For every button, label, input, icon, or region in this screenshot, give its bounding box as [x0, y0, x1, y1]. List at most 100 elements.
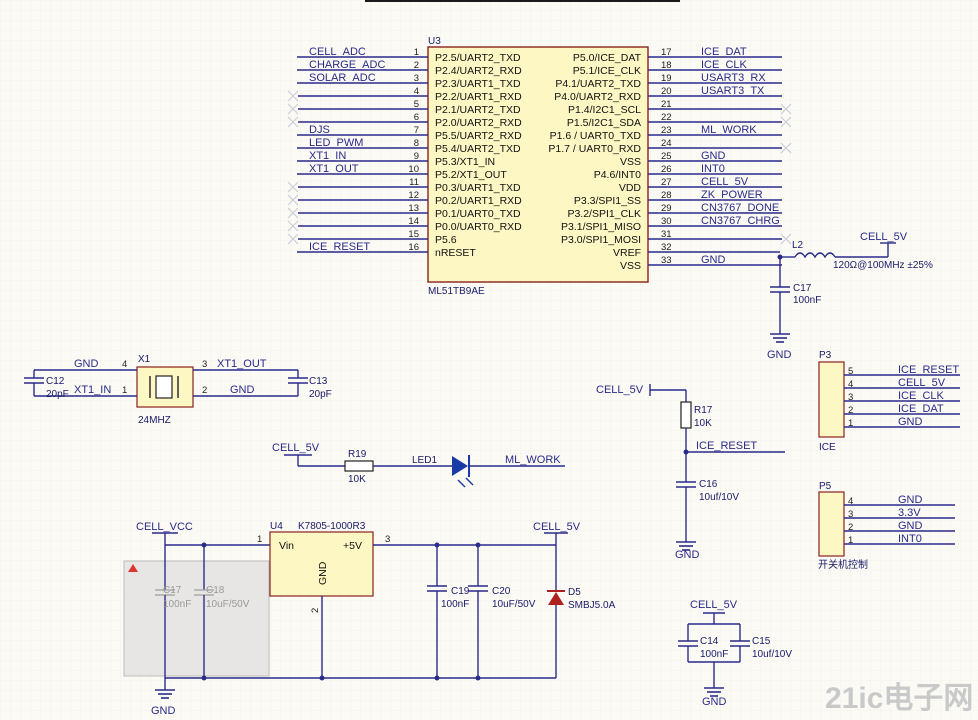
- mcu-pin-name: P5.0/ICE_DAT: [573, 52, 642, 64]
- decoupling-caps[interactable]: CELL_5V C14 100nF C15 10uf/10V GND: [678, 599, 792, 708]
- tvs-designator: D5: [568, 587, 581, 598]
- reg-pin1: 1: [257, 534, 262, 545]
- crystal-net-gnd-top: GND: [74, 358, 99, 370]
- mcu-pin-number: 21: [661, 99, 672, 110]
- reg-pin2: 2: [310, 608, 321, 613]
- mcu-pin-number: 9: [414, 151, 419, 162]
- c-out1-value: 100nF: [441, 599, 469, 610]
- mcu-pin-name: VREF: [613, 247, 641, 259]
- mcu-pin-name: P4.0/UART2_RXD: [554, 91, 641, 103]
- crystal-net-xt1-out: XT1_OUT: [217, 358, 267, 370]
- mcu-pin-number: 33: [661, 255, 672, 266]
- mcu-pin-number: 20: [661, 86, 672, 97]
- switch-net-label: GND: [898, 494, 923, 506]
- inductor-l2: [794, 252, 836, 259]
- mcu-pin-number: 7: [414, 125, 419, 136]
- led-circuit[interactable]: CELL_5V R19 10K LED1 ML_WORK: [272, 442, 565, 488]
- crystal-designator: X1: [138, 354, 151, 365]
- crystal-x1[interactable]: X1 24MHZ 4 3 1 2 GND XT1_OUT XT1_IN GND …: [24, 354, 332, 426]
- ice-designator: P3: [819, 350, 832, 361]
- mcu-pin-number: 2: [414, 60, 419, 71]
- mcu-pin-number: 13: [408, 203, 419, 214]
- switch-pin-number: 2: [848, 522, 853, 533]
- crystal-net-xt1-in: XT1_IN: [74, 384, 111, 396]
- crystal-pin1: 1: [122, 385, 127, 396]
- mcu-pin-name: VSS: [620, 260, 641, 272]
- mcu-pin-name: P2.2/UART1_RXD: [435, 91, 522, 103]
- ice-net-label: ICE_RESET: [898, 364, 959, 376]
- mcu-net-label: ML_WORK: [701, 124, 757, 136]
- ice-label: ICE: [819, 442, 836, 453]
- switch-label: 开关机控制: [818, 558, 868, 571]
- mcu-net-label: INT0: [701, 163, 725, 175]
- mcu-pin-name: P5.1/ICE_CLK: [573, 65, 641, 77]
- mcu-pin-name: P5.6: [435, 234, 457, 246]
- reset-vcc-net: CELL_5V: [596, 384, 644, 396]
- c12-designator: C12: [46, 376, 65, 387]
- mcu-pin-number: 27: [661, 177, 672, 188]
- r17-designator: R17: [694, 405, 713, 416]
- crystal-pin2: 2: [202, 385, 207, 396]
- mcu-pin-number: 6: [414, 112, 419, 123]
- mcu-pin-name: P3.2/SPI1_CLK: [567, 208, 641, 220]
- mcu-pin-number: 19: [661, 73, 672, 84]
- c-out1-designator: C19: [451, 586, 470, 597]
- mcu-pin-number: 22: [661, 112, 672, 123]
- mcu-pin-number: 8: [414, 138, 419, 149]
- mcu-pin-name: P3.3/SPI1_SS: [574, 195, 641, 207]
- ice-pin-number: 2: [848, 405, 853, 416]
- reset-net: ICE_RESET: [696, 440, 757, 452]
- mcu-pin-name: P0.1/UART0_TXD: [435, 208, 521, 220]
- warning-icon: [128, 564, 138, 572]
- inductor-value: 120Ω@100MHz ±25%: [833, 260, 933, 271]
- mcu-pin-name: P1.4/I2C1_SCL: [568, 104, 641, 116]
- reset-gnd: GND: [675, 549, 700, 561]
- reg-part: K7805-1000R3: [298, 521, 366, 532]
- mcu-pin-name: nRESET: [435, 247, 476, 259]
- ice-pin-number: 5: [848, 366, 853, 377]
- mcu-net-label: XT1_IN: [309, 150, 346, 162]
- crystal-value: 24MHZ: [138, 415, 171, 426]
- vref-gnd: GND: [767, 349, 792, 361]
- led-vcc-net: CELL_5V: [272, 442, 320, 454]
- switch-pin-number: 1: [848, 535, 853, 546]
- mcu-pin-number: 15: [408, 229, 419, 240]
- mcu-net-label: XT1_OUT: [309, 163, 359, 175]
- reg-gnd-pin: GND: [317, 561, 329, 585]
- inductor-designator: L2: [792, 240, 804, 251]
- tvs-d5-symbol: [548, 592, 564, 605]
- mcu-pin-name: VDD: [619, 182, 642, 194]
- mcu-pin-name: P3.1/SPI1_MISO: [561, 221, 641, 233]
- reset-circuit[interactable]: CELL_5V R17 10K ICE_RESET C16 10uf/10V G…: [596, 384, 785, 561]
- regulator-u4[interactable]: CELL_VCC C17 100nF C18 10uF/50V U4 K7805…: [123, 521, 616, 717]
- mcu-pin-name: P5.5/UART2_RXD: [435, 130, 522, 142]
- watermark: 21ic电子网: [825, 682, 973, 715]
- c13-value: 20pF: [309, 389, 332, 400]
- vref-net-label: CELL_5V: [860, 231, 908, 243]
- mcu-pin-number: 11: [409, 177, 419, 188]
- mcu-pin-name: P3.0/SPI1_MOSI: [561, 234, 641, 246]
- mcu-net-label: ICE_RESET: [309, 241, 370, 253]
- mcu-pin-number: 16: [408, 242, 419, 253]
- ice-pin-number: 3: [848, 392, 853, 403]
- mcu-pin-number: 10: [408, 164, 419, 175]
- mcu-net-label: ICE_DAT: [701, 46, 747, 58]
- led1-designator: LED1: [412, 455, 437, 466]
- mcu-pin-name: P1.5/I2C1_SDA: [567, 117, 641, 129]
- mcu-pin-name: P5.2/XT1_OUT: [435, 169, 507, 181]
- mcu-net-label: DJS: [309, 124, 330, 136]
- mcu-pin-number: 4: [414, 86, 419, 97]
- mcu-pin-name: P2.0/UART2_RXD: [435, 117, 522, 129]
- c14-designator: C14: [700, 636, 719, 647]
- c-in2-designator: C18: [206, 585, 225, 596]
- mcu-pin-name: P1.7 / UART0_RXD: [548, 143, 641, 155]
- mcu-net-label: ZK_POWER: [701, 189, 763, 201]
- mcu-pin-name: P4.6/INT0: [594, 169, 641, 181]
- r17-value: 10K: [694, 418, 712, 429]
- ice-pin-number: 4: [848, 379, 853, 390]
